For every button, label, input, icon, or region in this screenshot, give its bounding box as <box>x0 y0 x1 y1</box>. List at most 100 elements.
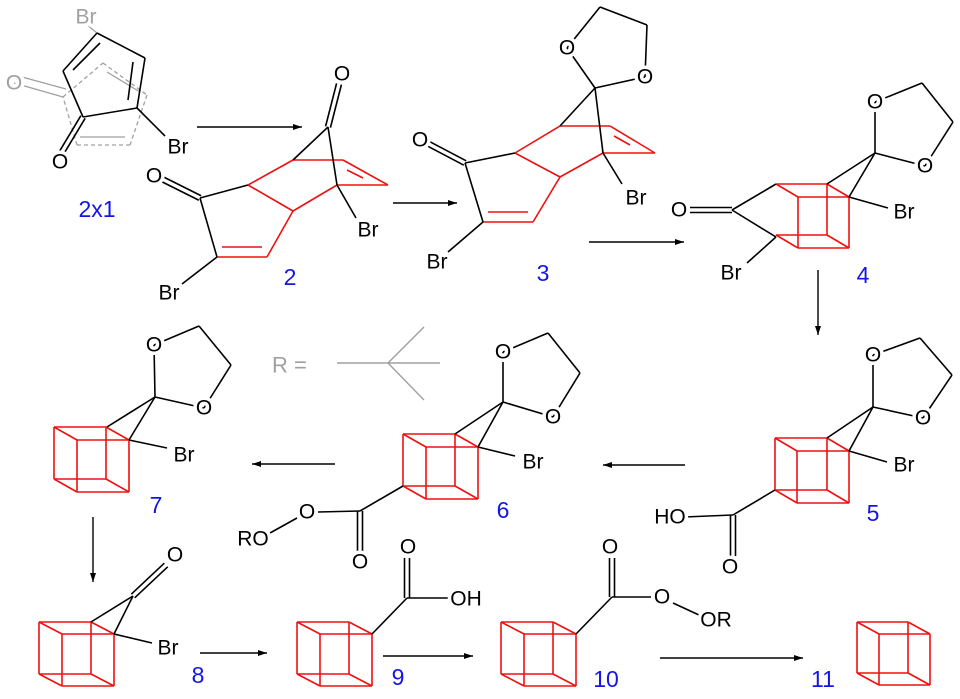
bond <box>62 70 84 118</box>
compound-label-3: 3 <box>537 260 550 286</box>
tert-butyl-bond <box>387 362 425 401</box>
cage-bond <box>454 433 479 448</box>
bond <box>113 595 134 635</box>
atom-oh: OH <box>450 588 482 611</box>
atom-o: O <box>654 586 670 609</box>
bond <box>447 221 484 253</box>
bond <box>113 633 153 644</box>
bond <box>602 152 623 185</box>
cage-bond <box>38 621 63 635</box>
arrowhead-icon <box>258 650 267 656</box>
bond <box>292 126 329 161</box>
bond <box>644 24 648 78</box>
bond <box>454 401 504 435</box>
atom-br: Br <box>158 637 179 660</box>
bond <box>181 256 218 285</box>
bond <box>134 566 169 599</box>
atom-o: O <box>559 37 575 60</box>
atom-o: O <box>545 406 561 429</box>
bond <box>154 396 205 409</box>
atom-br: Br <box>894 201 915 224</box>
bond <box>158 179 200 201</box>
cage-bond <box>907 672 931 686</box>
bond <box>872 337 921 356</box>
bond <box>464 152 516 164</box>
atom-br: Br <box>894 454 915 477</box>
atom-o: O <box>867 91 883 114</box>
bond <box>127 61 134 101</box>
bond <box>514 125 561 154</box>
arrowhead-icon <box>603 462 612 468</box>
bond <box>547 332 581 374</box>
compound-label-10: 10 <box>593 666 619 692</box>
compound-label-7: 7 <box>150 492 163 518</box>
atom-br: Br <box>427 251 448 274</box>
bond <box>317 510 361 513</box>
cage-bond <box>775 234 799 249</box>
bond <box>90 595 134 623</box>
bond <box>247 159 294 186</box>
bond <box>21 76 67 90</box>
atom-br: Br <box>358 219 379 242</box>
cage-bond <box>105 478 130 493</box>
bond <box>599 6 648 26</box>
cage-bond <box>826 183 850 198</box>
cage-bond <box>774 437 798 452</box>
bond <box>106 396 156 428</box>
bond <box>63 117 86 154</box>
cage-bond <box>907 621 931 635</box>
cage-bond <box>296 673 321 687</box>
atom-o: O <box>52 151 68 174</box>
cage-bond <box>90 621 115 635</box>
atom-ro: RO <box>237 528 269 551</box>
bond <box>72 42 101 71</box>
bond <box>327 126 338 186</box>
bond <box>128 396 156 441</box>
cage-bond <box>38 673 63 687</box>
atom-o: O <box>6 72 22 95</box>
bond <box>329 84 343 128</box>
compound-label-4: 4 <box>857 262 870 288</box>
atom-br: Br <box>174 444 195 467</box>
bond <box>464 162 484 223</box>
bond <box>502 332 549 353</box>
atom-br: Br <box>721 262 742 285</box>
atom-o: O <box>146 334 162 357</box>
atom-o: O <box>167 544 183 567</box>
bond <box>199 184 249 199</box>
bond <box>371 597 408 635</box>
bond <box>848 406 874 452</box>
bond <box>672 602 700 616</box>
bond <box>532 176 561 223</box>
atom-o: O <box>334 63 350 86</box>
bond <box>85 23 98 34</box>
bond <box>247 184 294 212</box>
bond <box>826 406 874 439</box>
bond <box>594 87 604 154</box>
bond <box>359 485 404 512</box>
atom-o: O <box>917 155 933 178</box>
bond <box>427 140 467 162</box>
atom-br: Br <box>159 282 180 305</box>
bond <box>477 401 504 448</box>
arrowhead-icon <box>90 573 96 582</box>
bond <box>514 152 561 178</box>
bond <box>130 562 165 595</box>
atom-or: OR <box>700 609 732 632</box>
bond <box>552 372 581 418</box>
cage-bond <box>500 621 525 635</box>
cage-bond <box>402 485 427 500</box>
compound-label-11: 11 <box>811 666 835 692</box>
cage-bond <box>826 437 850 452</box>
bond <box>425 144 465 166</box>
compound-label-5: 5 <box>867 500 880 526</box>
cage-bond <box>454 485 479 500</box>
cage-bond <box>552 673 577 687</box>
bond <box>559 152 604 178</box>
compound-label-9: 9 <box>392 664 405 690</box>
cage-bond <box>826 489 850 504</box>
bond <box>106 71 141 93</box>
cage-bond <box>856 672 880 686</box>
bond <box>919 337 953 376</box>
bond <box>324 83 338 127</box>
